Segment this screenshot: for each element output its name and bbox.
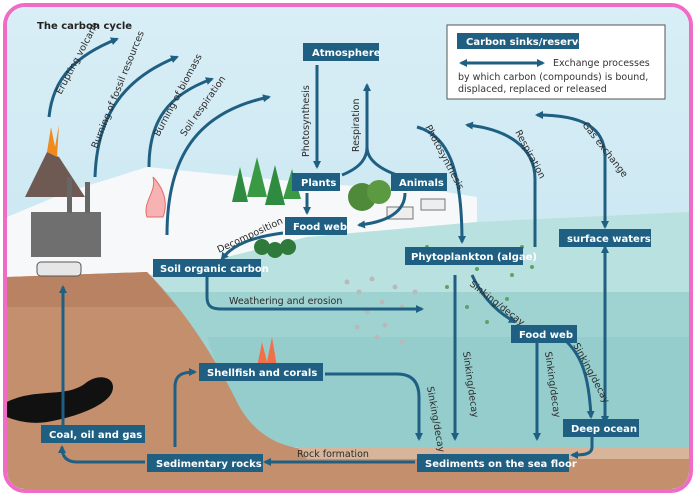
arrow-burning-fossil <box>93 55 179 178</box>
reservoir-deep-ocean: Deep ocean <box>563 419 639 437</box>
arrow-erupting-volcano <box>47 37 119 118</box>
fire-icon <box>145 176 166 218</box>
arrow-rocks-coal <box>58 445 145 464</box>
arrow-animals-foodweb <box>357 192 407 229</box>
carbon-cycle-diagram: The carbon cycle Carbon sinks/reservoirs… <box>7 7 689 489</box>
arrow-respiration-animals <box>365 146 398 177</box>
earth-crust <box>7 272 689 489</box>
arrow-deep-sediments <box>570 435 594 459</box>
reservoir-phytoplankton: Phytoplankton (algae) <box>405 247 537 265</box>
flow-arrows <box>47 37 609 466</box>
reservoir-food-web-ocean-label: Food web <box>519 330 573 341</box>
arrow-photosynthesis-ocean <box>416 125 466 244</box>
legend: Carbon sinks/reservoirs Exchange process… <box>446 24 666 100</box>
bush-icon <box>254 239 270 255</box>
legend-reservoir-swatch <box>457 33 579 49</box>
coral-icon <box>257 337 277 367</box>
reservoir-soil-organic-carbon: Soil organic carbon <box>153 259 269 277</box>
car-icon <box>36 261 82 277</box>
arrow-respiration-ocean <box>465 121 537 247</box>
arrow-sinking-5 <box>325 372 423 441</box>
diagram-frame: The carbon cycle Carbon sinks/reservoirs… <box>3 3 693 493</box>
factory <box>31 212 101 257</box>
chimney-icon <box>85 182 90 213</box>
arrow-sinking-4 <box>565 340 595 419</box>
forest <box>232 157 391 211</box>
label-photosynthesis-land: Photosynthesis <box>301 85 312 157</box>
reservoir-sediments-sea-floor-label: Sediments on the sea floor <box>425 459 577 470</box>
legend-exchange-text-3: displaced, replaced or released <box>458 84 607 95</box>
reservoir-coal-oil-gas-label: Coal, oil and gas <box>49 430 142 441</box>
bush-icon <box>280 239 296 255</box>
reservoir-soil-organic-carbon-label: Soil organic carbon <box>160 264 269 275</box>
reservoir-animals-label: Animals <box>399 178 444 189</box>
legend-exchange-text-2: by which carbon (compounds) is bound, <box>458 72 648 83</box>
reservoir-food-web-ocean: Food web <box>511 325 577 343</box>
reservoir-phytoplankton-label: Phytoplankton (algae) <box>411 252 537 263</box>
reservoir-surface-waters: surface waters <box>559 229 651 247</box>
reservoir-plants: Plants <box>292 173 340 191</box>
diagram-title: The carbon cycle <box>37 21 132 32</box>
arrow-sinking-2 <box>470 274 517 324</box>
arrow-weathering <box>205 275 424 313</box>
coal-deposit <box>7 377 113 423</box>
reservoir-food-web-land-label: Food web <box>293 222 347 233</box>
reservoir-sedimentary-rocks-label: Sedimentary rocks <box>156 459 262 470</box>
reservoir-sedimentary-rocks: Sedimentary rocks <box>147 454 263 472</box>
label-weathering: Weathering and erosion <box>229 296 342 307</box>
reservoir-animals: Animals <box>391 173 447 191</box>
reservoir-coal-oil-gas: Coal, oil and gas <box>41 425 145 443</box>
reservoir-atmosphere: Atmosphere <box>303 43 381 61</box>
reservoir-atmosphere-label: Atmosphere <box>312 48 381 59</box>
legend-exchange-text-1: Exchange processes <box>553 58 650 69</box>
label-respiration-land: Respiration <box>351 98 362 152</box>
reservoir-shellfish-corals: Shellfish and corals <box>199 363 323 381</box>
reservoir-surface-waters-label: surface waters <box>567 234 651 245</box>
arrow-soil-respiration <box>165 94 271 236</box>
arrow-rocks-shellfish <box>173 368 197 447</box>
reservoir-sediments-sea-floor: Sediments on the sea floor <box>417 454 577 472</box>
legend-reservoir-label: Carbon sinks/reservoirs <box>466 37 600 48</box>
lava-icon <box>47 125 59 157</box>
arrow-burning-biomass <box>147 77 214 168</box>
reservoir-food-web-land: Food web <box>285 217 347 235</box>
chimney-icon <box>67 177 72 213</box>
soil-layer <box>7 272 177 307</box>
bush-icon <box>267 242 283 258</box>
reservoir-plants-label: Plants <box>301 178 336 189</box>
arrow-decomposition <box>220 231 284 261</box>
reservoir-shellfish-corals-label: Shellfish and corals <box>207 368 317 379</box>
reservoir-deep-ocean-label: Deep ocean <box>571 424 637 435</box>
label-rock-formation: Rock formation <box>297 449 369 460</box>
arrow-gas-exchange <box>535 111 609 229</box>
